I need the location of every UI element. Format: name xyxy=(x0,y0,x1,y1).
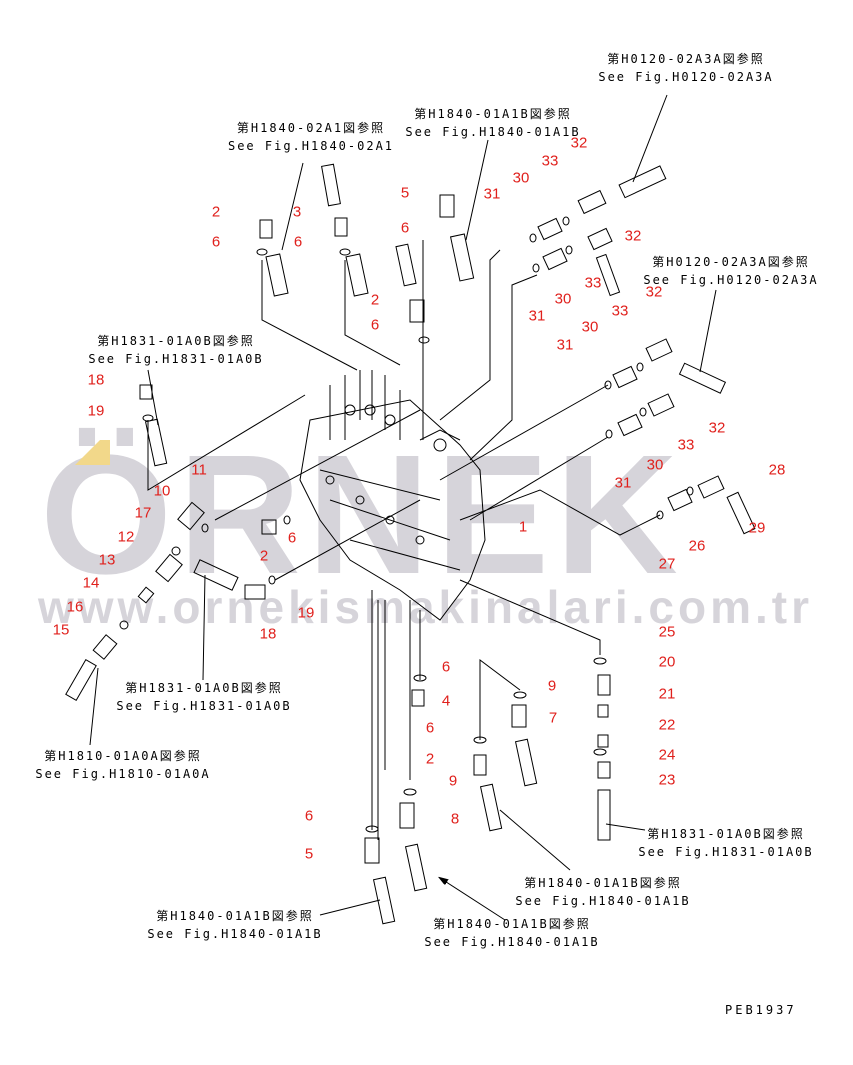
callout-33: 33 xyxy=(584,274,602,292)
callout-1: 1 xyxy=(518,518,528,536)
callout-30: 30 xyxy=(646,456,664,474)
callout-9: 9 xyxy=(547,677,557,695)
callout-30: 30 xyxy=(581,318,599,336)
callout-20: 20 xyxy=(658,653,676,671)
callout-18: 18 xyxy=(87,371,105,389)
callout-6: 6 xyxy=(293,233,303,251)
control-valve-body xyxy=(299,370,486,621)
callout-13: 13 xyxy=(98,551,116,569)
callout-31: 31 xyxy=(483,185,501,203)
callout-10: 10 xyxy=(153,482,171,500)
callout-18: 18 xyxy=(259,625,277,643)
callout-27: 27 xyxy=(658,555,676,573)
callout-4: 4 xyxy=(441,692,451,710)
callout-32: 32 xyxy=(645,283,663,301)
callout-33: 33 xyxy=(677,436,695,454)
callout-6: 6 xyxy=(425,719,435,737)
callout-9: 9 xyxy=(448,772,458,790)
callout-17: 17 xyxy=(134,504,152,522)
callout-6: 6 xyxy=(287,529,297,547)
callout-16: 16 xyxy=(66,598,84,616)
callout-6: 6 xyxy=(304,807,314,825)
callout-6: 6 xyxy=(441,658,451,676)
callout-31: 31 xyxy=(556,336,574,354)
callout-5: 5 xyxy=(400,184,410,202)
callout-32: 32 xyxy=(624,227,642,245)
callout-12: 12 xyxy=(117,528,135,546)
callout-30: 30 xyxy=(512,169,530,187)
callout-33: 33 xyxy=(611,302,629,320)
callout-3: 3 xyxy=(292,203,302,221)
callout-31: 31 xyxy=(528,307,546,325)
callout-22: 22 xyxy=(658,716,676,734)
callout-6: 6 xyxy=(400,219,410,237)
callout-30: 30 xyxy=(554,290,572,308)
callout-19: 19 xyxy=(297,604,315,622)
callout-21: 21 xyxy=(658,685,676,703)
callout-6: 6 xyxy=(211,233,221,251)
callout-32: 32 xyxy=(708,419,726,437)
callout-32: 32 xyxy=(570,134,588,152)
callout-8: 8 xyxy=(450,810,460,828)
callout-19: 19 xyxy=(87,402,105,420)
callout-2: 2 xyxy=(370,291,380,309)
callout-31: 31 xyxy=(614,474,632,492)
callout-2: 2 xyxy=(211,203,221,221)
drawing-code: PEB1937 xyxy=(725,1003,797,1017)
callout-14: 14 xyxy=(82,574,100,592)
callout-24: 24 xyxy=(658,746,676,764)
callout-29: 29 xyxy=(748,519,766,537)
callout-2: 2 xyxy=(425,750,435,768)
callout-25: 25 xyxy=(658,623,676,641)
callout-26: 26 xyxy=(688,537,706,555)
callout-2: 2 xyxy=(259,547,269,565)
callout-15: 15 xyxy=(52,621,70,639)
callout-7: 7 xyxy=(548,709,558,727)
callout-33: 33 xyxy=(541,152,559,170)
callout-11: 11 xyxy=(191,461,207,479)
callout-6: 6 xyxy=(370,316,380,334)
callout-28: 28 xyxy=(768,461,786,479)
callout-23: 23 xyxy=(658,771,676,789)
callout-5: 5 xyxy=(304,845,314,863)
